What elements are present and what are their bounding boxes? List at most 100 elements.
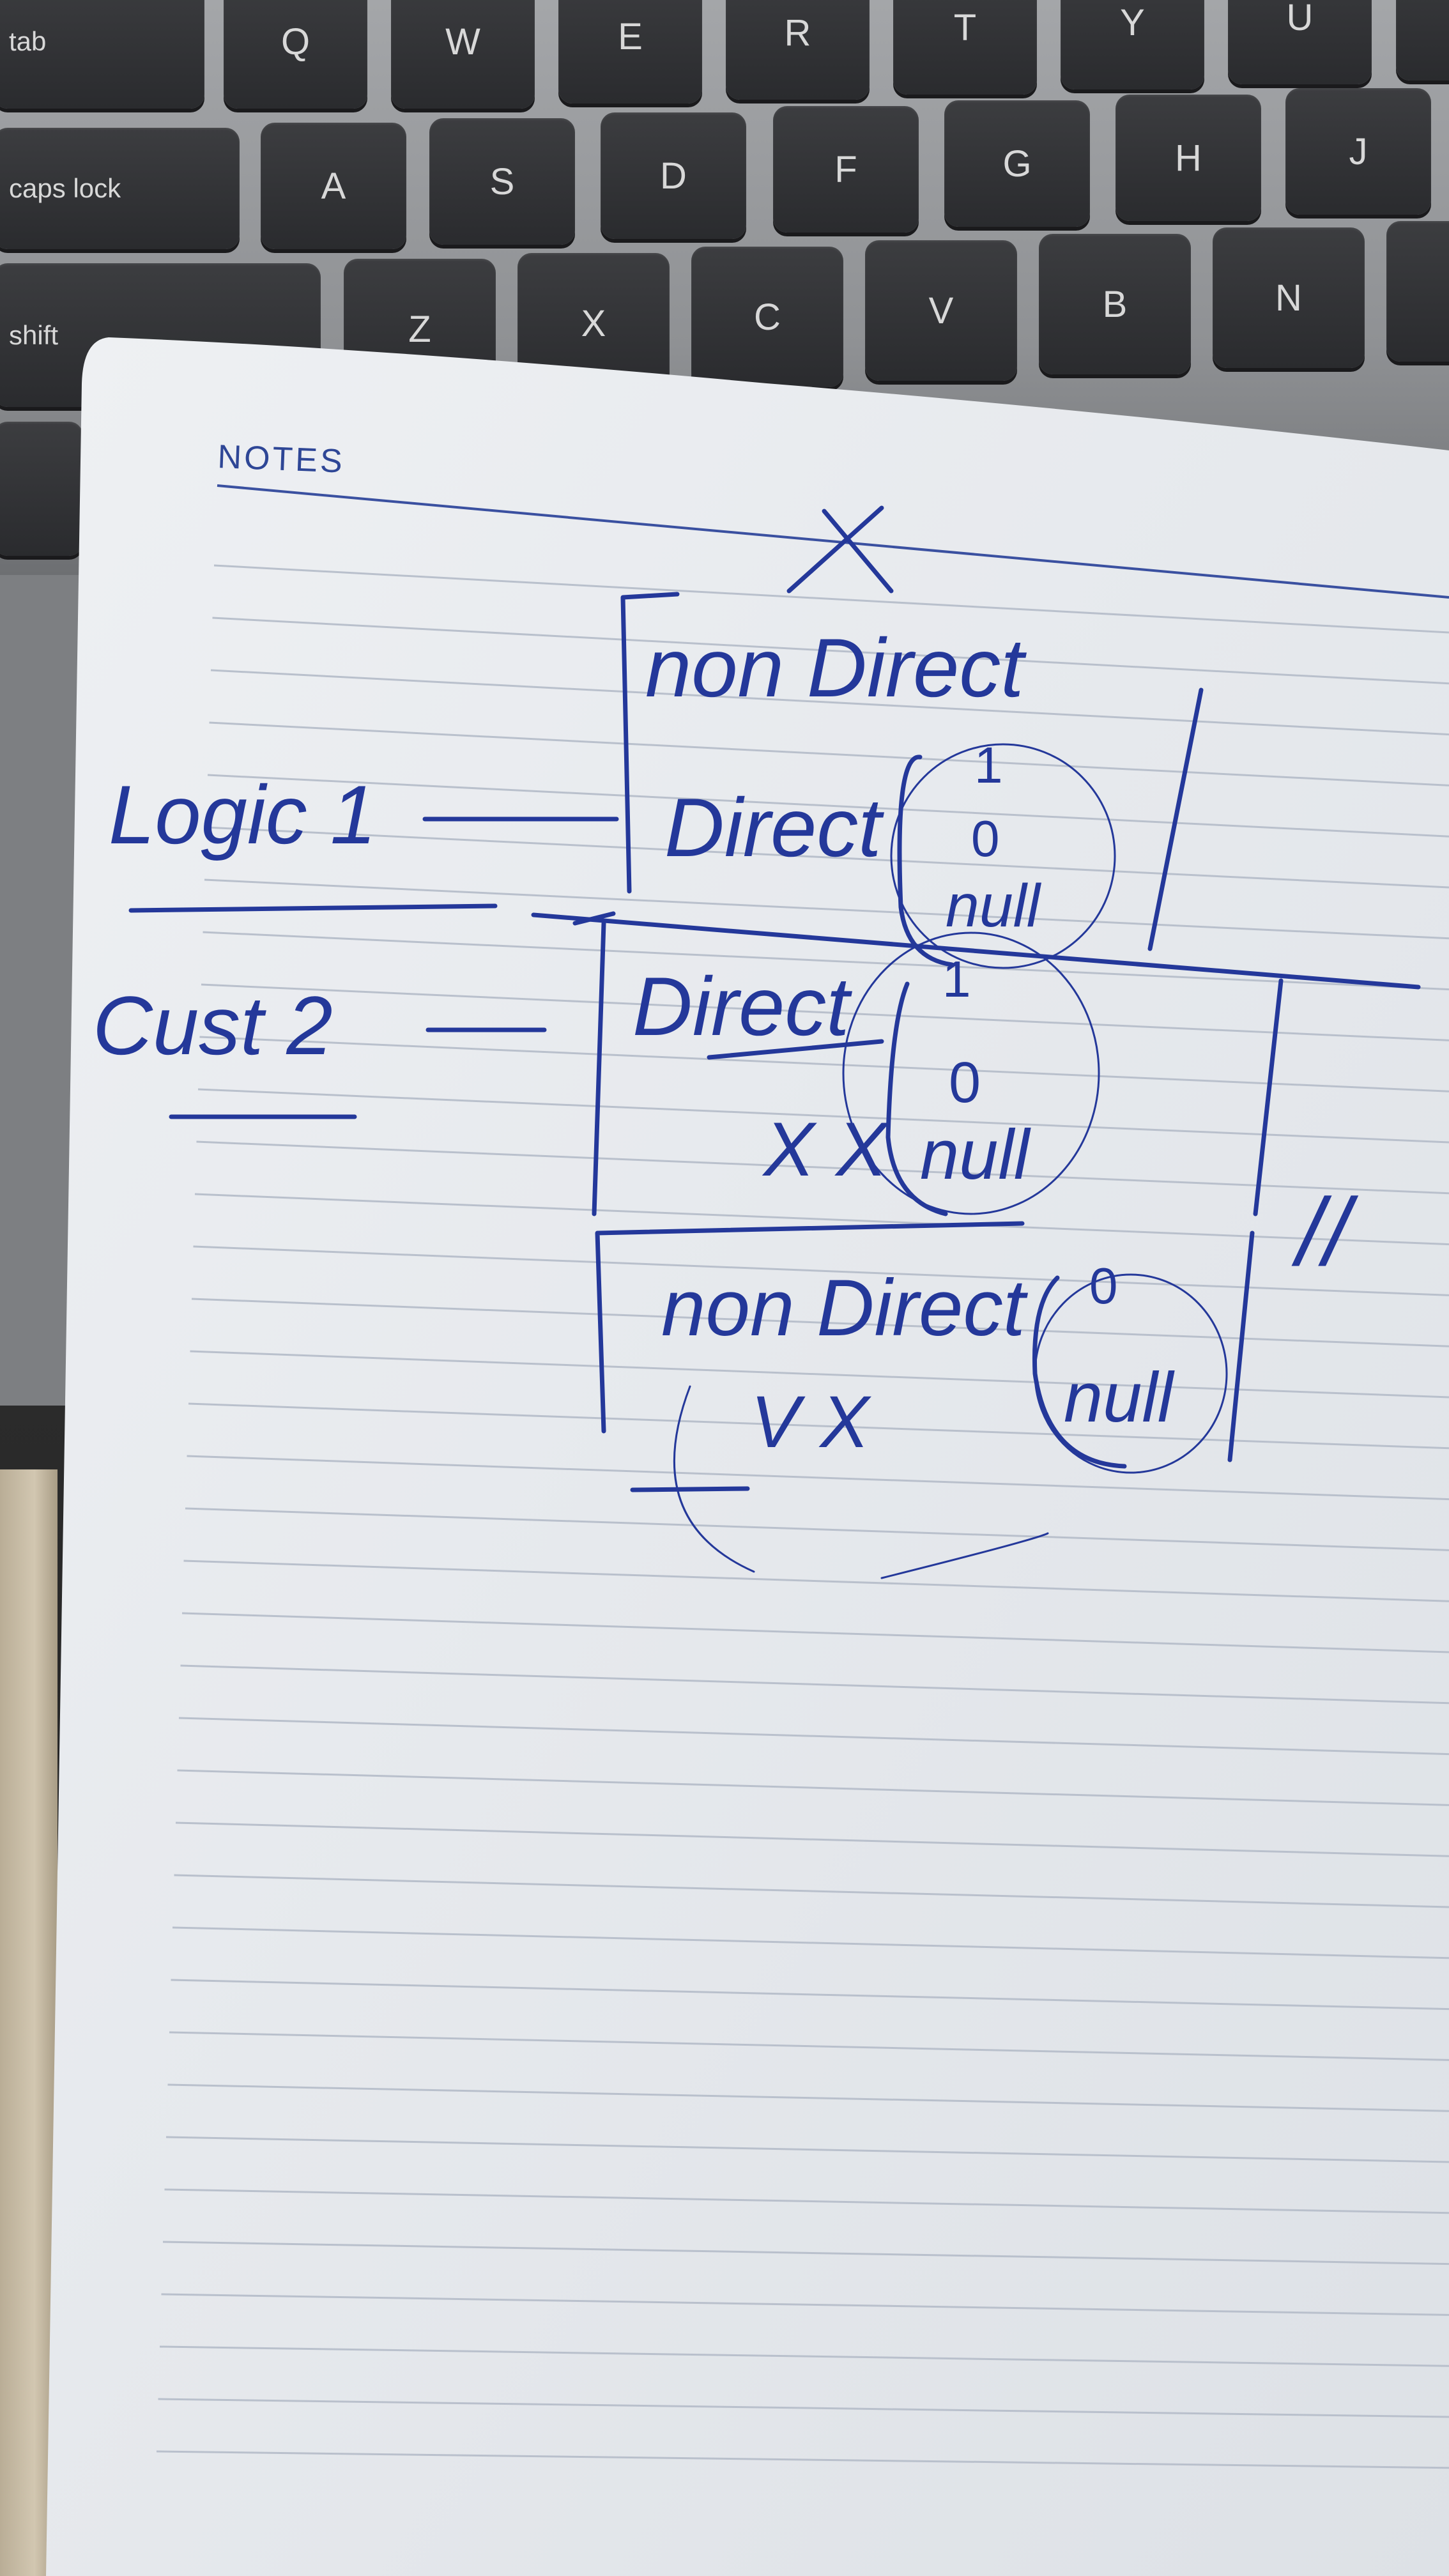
block2-row-xx: X X (762, 1107, 889, 1192)
ruled-line (197, 1088, 1449, 1144)
block2-value-null: null (920, 1116, 1031, 1194)
block1-value-1: 1 (974, 737, 1003, 793)
ruled-line (187, 1455, 1449, 1501)
ruled-line (167, 2083, 1449, 2112)
ruled-line (212, 617, 1449, 685)
key-caps-lock: caps lock (0, 128, 240, 249)
ruled-line (183, 1560, 1449, 1602)
key-m-edge (1386, 221, 1449, 362)
block3-values-circle (1034, 1273, 1228, 1474)
ruled-line (194, 1193, 1449, 1246)
block3-value-null: null (1064, 1358, 1175, 1437)
block1-value-null: null (946, 872, 1042, 940)
ruled-line (156, 2450, 1449, 2469)
ruled-line (172, 1926, 1449, 1959)
key-tab: tab (0, 0, 204, 109)
label-cust-2: Cust 2 (93, 979, 333, 1072)
key-c: C (691, 247, 843, 387)
ruled-line (164, 2188, 1449, 2214)
block1-value-0: 0 (971, 810, 1000, 867)
ruled-line (181, 1612, 1449, 1653)
ruled-line (158, 2398, 1449, 2418)
key-n: N (1213, 227, 1365, 368)
ruled-line (171, 1979, 1449, 2011)
block1-row-non-direct: non Direct (645, 621, 1027, 714)
ruled-line (161, 2293, 1449, 2316)
block2-value-1: 1 (942, 951, 971, 1008)
block3-values-bracket (1032, 1275, 1127, 1469)
key-b: B (1039, 234, 1191, 374)
key-w: W (391, 0, 535, 109)
block1-values-circle (890, 743, 1116, 969)
ruled-line (209, 721, 1449, 786)
ruled-line (207, 774, 1449, 838)
ruled-line (169, 2031, 1449, 2061)
block2-bracket-left (572, 911, 616, 1216)
fabric-edge (0, 1469, 57, 2576)
laptop-keyboard-deck: tab Q W E R T Y U caps lock A S D F G H … (0, 0, 1449, 575)
ruled-line (174, 1874, 1449, 1908)
block3-underline (630, 1486, 750, 1492)
block3-loop (673, 1385, 1049, 1579)
block3-row-vx: V X (751, 1381, 872, 1463)
ruled-line (188, 1402, 1449, 1450)
ruled-line (204, 878, 1449, 940)
block2-row-direct: Direct (632, 960, 852, 1053)
block2-value-0: 0 (949, 1051, 981, 1115)
block3-bracket-left (595, 1221, 1025, 1434)
ruled-line (206, 826, 1449, 889)
key-z: Z (344, 259, 496, 399)
block3-value-0: 0 (1089, 1257, 1118, 1314)
side-double-slash: // (1291, 1178, 1359, 1285)
ruled-line (203, 931, 1449, 991)
handwriting: X Logic 1 Cust 2 non Direct Direct 1 0 n… (93, 505, 1421, 1579)
ruled-line (201, 983, 1449, 1041)
ruled-line (178, 1717, 1449, 1756)
key-d: D (601, 112, 746, 239)
block1-values-bracket (897, 755, 954, 967)
ruled-line (210, 669, 1449, 736)
block1-bracket-left (620, 592, 680, 894)
key-f: F (773, 106, 919, 233)
block2-values-circle (842, 931, 1100, 1215)
key-h: H (1116, 95, 1261, 221)
block2-bracket-right (1253, 978, 1284, 1216)
key-i-edge (1396, 0, 1449, 80)
block1-row-direct: Direct (664, 781, 884, 874)
key-r: R (726, 0, 870, 100)
key-a: A (261, 123, 406, 249)
key-y: Y (1061, 0, 1204, 89)
paper-sheet (46, 337, 1449, 2576)
key-t: T (893, 0, 1037, 95)
logic-1-underline (128, 903, 498, 913)
key-s: S (429, 118, 575, 245)
key-j: J (1285, 88, 1431, 215)
key-v: V (865, 240, 1017, 381)
ruled-line (175, 1821, 1449, 1857)
ruled-line (162, 2241, 1449, 2266)
ruled-line (196, 1140, 1449, 1195)
label-logic-1: Logic 1 (109, 768, 376, 861)
key-q: Q (224, 0, 367, 109)
block2-values-bracket (885, 981, 948, 1216)
ruled-lines (156, 564, 1449, 2469)
ruled-line (185, 1507, 1449, 1551)
separator-line (531, 912, 1421, 990)
key-fn-edge (0, 422, 83, 556)
ruled-line (159, 2345, 1449, 2367)
ruled-line (190, 1350, 1449, 1399)
key-g: G (944, 100, 1090, 227)
block3-bracket-right (1227, 1230, 1255, 1462)
key-x: X (518, 253, 670, 394)
ruled-line (165, 2136, 1449, 2163)
ruled-line (193, 1245, 1449, 1296)
block1-bracket-right (1147, 687, 1204, 951)
key-e: E (558, 0, 702, 103)
ruled-line (213, 564, 1449, 634)
ruled-line (191, 1298, 1449, 1347)
block3-row-non-direct: non Direct (661, 1264, 1029, 1353)
ruled-line (177, 1769, 1449, 1806)
block2-direct-underline (707, 1039, 884, 1060)
key-u: U (1228, 0, 1372, 84)
ruled-line (199, 1036, 1449, 1092)
